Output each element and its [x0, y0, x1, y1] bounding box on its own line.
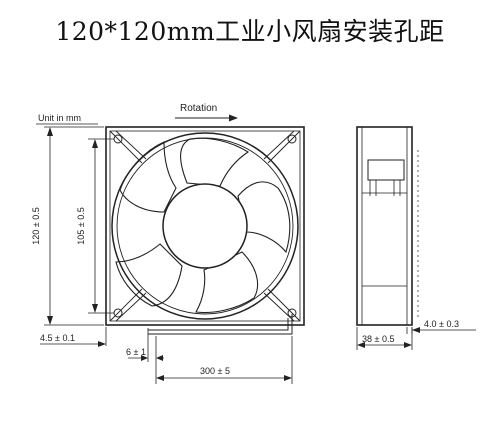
dim-height-outer — [44, 126, 104, 326]
fan-shroud-outer — [111, 132, 299, 320]
hole-offset-label: 4.5 ± 0.1 — [40, 333, 75, 343]
side-motor-box — [367, 159, 405, 181]
fan-blade — [237, 181, 291, 254]
fan-blades — [115, 137, 291, 314]
dim-wire-strip — [128, 328, 164, 362]
height-holes-label: 105 ± 0.5 — [76, 207, 86, 244]
rotation-label: Rotation — [180, 103, 217, 114]
wire-length-label: 300 ± 5 — [200, 366, 230, 376]
fan-blade — [195, 251, 259, 314]
side-body — [356, 126, 413, 326]
fan-frame-outer — [105, 126, 305, 326]
depth-label: 38 ± 0.5 — [362, 334, 394, 344]
dim-hole-offset — [40, 327, 107, 347]
dim-wire-length — [155, 336, 293, 384]
wire-strip-label: 6 ± 1 — [126, 347, 146, 357]
fan-blade — [180, 137, 250, 187]
height-outer-label: 120 ± 0.5 — [31, 207, 41, 244]
side-motor-leads — [369, 180, 401, 196]
fan-blade — [119, 141, 177, 213]
fan-hub — [162, 183, 248, 269]
wire-lead-a — [148, 314, 293, 335]
mount-hole-tr — [287, 134, 297, 144]
dim-flange — [406, 327, 476, 334]
flange-label: 4.0 ± 0.3 — [424, 319, 459, 329]
side-view — [356, 126, 419, 326]
unit-label: Unit in mm — [38, 113, 81, 123]
page-title: 120*120mm工业小风扇安装孔距 — [55, 17, 445, 46]
rotation-arrow-head — [229, 114, 238, 122]
fan-frame-inner — [109, 130, 301, 322]
dim-height-holes — [88, 138, 114, 314]
front-view — [105, 126, 305, 335]
fan-blade — [115, 243, 183, 307]
wire-lead-b — [148, 318, 289, 331]
